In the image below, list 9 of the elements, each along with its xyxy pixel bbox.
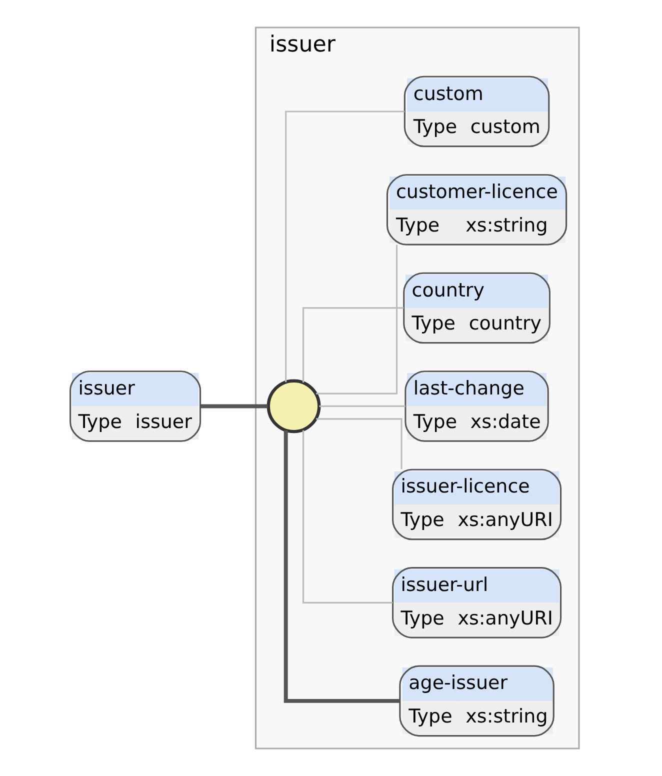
- connector: [319, 405, 406, 408]
- connector: [302, 307, 404, 382]
- connector: [302, 430, 393, 604]
- connector: [316, 418, 402, 470]
- connector: [285, 110, 405, 382]
- node-circle: [266, 379, 321, 434]
- connector: [200, 404, 268, 408]
- connector: [316, 244, 398, 394]
- connector: [284, 430, 400, 703]
